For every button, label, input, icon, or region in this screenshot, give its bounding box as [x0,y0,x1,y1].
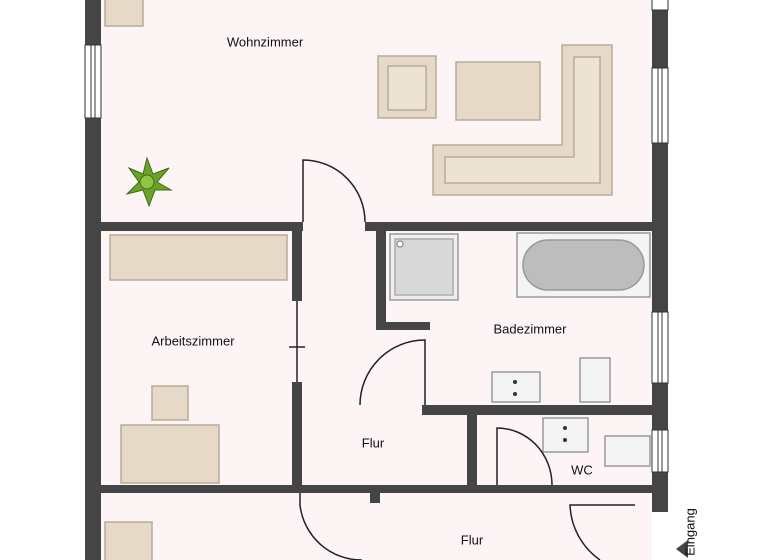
entrance-label: Eingang [682,508,698,556]
office-chair [151,385,189,421]
armchair-seat [387,65,427,111]
bath-toilet [579,357,611,403]
plant-icon [125,156,173,208]
doors [289,159,635,560]
windows [84,0,669,473]
shelf [109,234,288,281]
cabinet-bottom-left [104,521,153,560]
entrance-arrow-icon [676,540,688,558]
wc-sink [542,417,589,453]
cabinet-top-left [104,0,144,27]
room-label-wc: WC [571,462,593,478]
room-label-flur-upper: Flur [361,435,385,451]
l-sofa-seat [444,56,601,184]
room-label-flur-lower: Flur [460,532,484,548]
coffee-table [455,61,541,121]
bath-sink [491,371,541,403]
walls [85,0,668,560]
wc-toilet [604,435,651,467]
room-label-wohnzimmer: Wohnzimmer [226,34,304,50]
room-label-badezimmer: Badezimmer [493,321,567,337]
room-label-arbeitszimmer: Arbeitszimmer [151,333,235,349]
desk [120,424,220,484]
